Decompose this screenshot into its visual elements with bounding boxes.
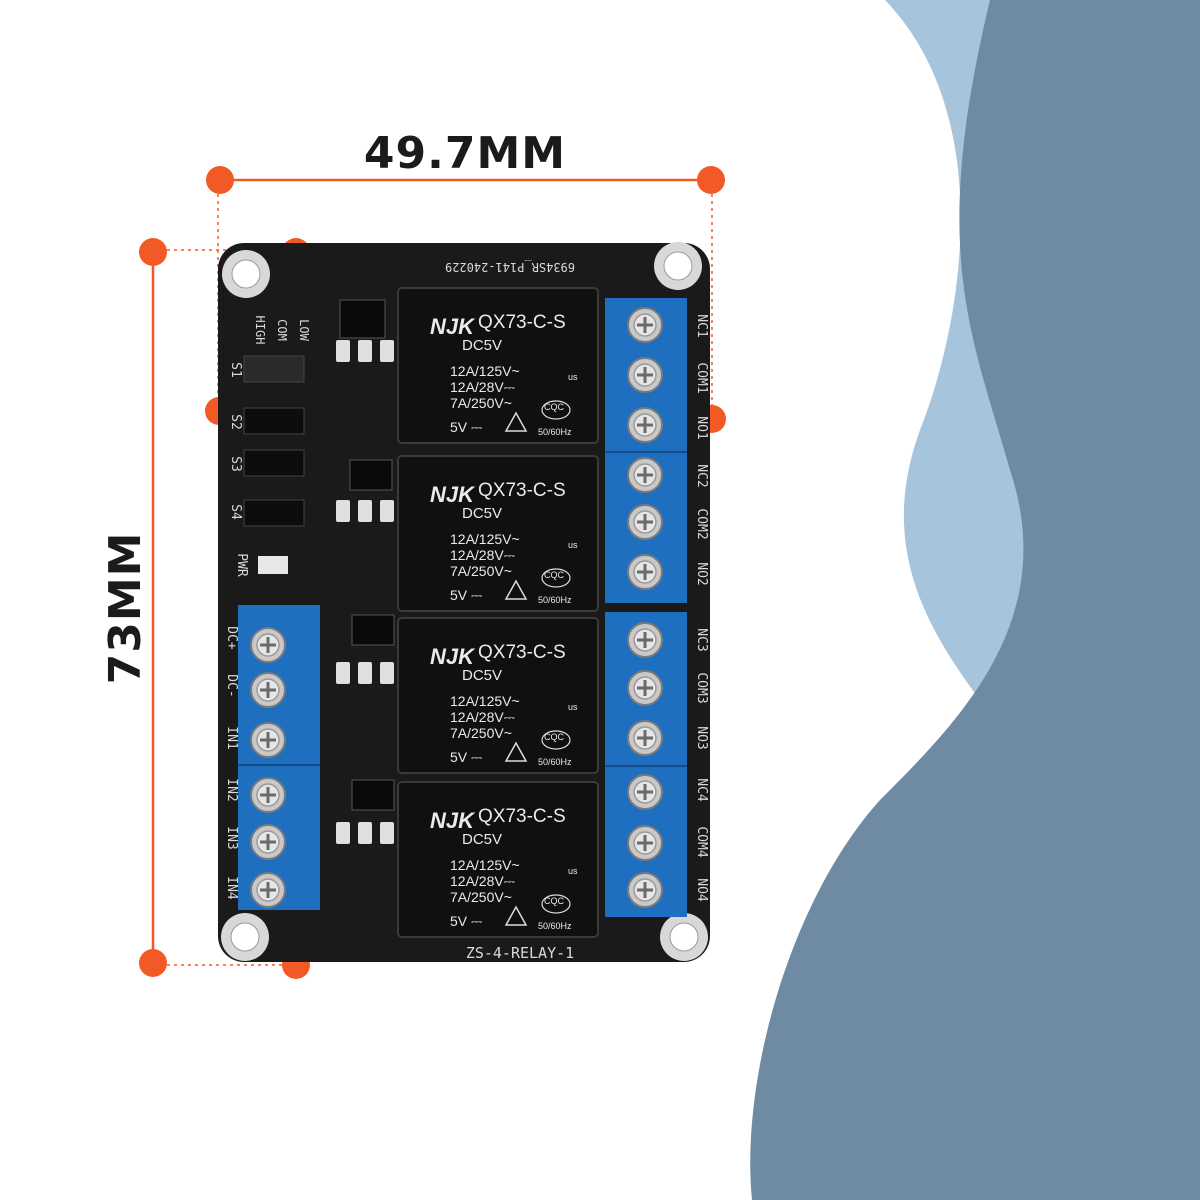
relay-coil: DC5V xyxy=(462,667,502,684)
relay-cqc-mark: CQC xyxy=(544,896,565,906)
relay-rating-3: 7A/250V~ xyxy=(450,889,512,905)
label-in3: IN3 xyxy=(224,826,239,849)
label-in2: IN2 xyxy=(224,778,239,801)
relay-rating-1: 12A/125V~ xyxy=(450,857,520,873)
relay-brand: NJK xyxy=(430,644,476,669)
relay-rating-2: 12A/28V⎓ xyxy=(450,873,515,889)
board-serial: 6934SR_P141-240229 xyxy=(445,260,575,274)
relay-frequency: 50/60Hz xyxy=(538,921,572,931)
relay-body xyxy=(397,455,599,612)
relay-frequency: 50/60Hz xyxy=(538,427,572,437)
jumper-label-com: COM xyxy=(275,319,289,341)
relay-ul-mark: us xyxy=(568,866,578,876)
width-dimension-label: 49.7MM xyxy=(363,128,567,179)
label-dc-minus: DC- xyxy=(224,674,239,697)
relay-coil: DC5V xyxy=(462,505,502,522)
relay-model: QX73-C-S xyxy=(478,312,566,333)
relay-body xyxy=(397,617,599,774)
jumper-label-high: HIGH xyxy=(253,316,267,345)
relay-brand: NJK xyxy=(430,314,476,339)
label-s4: S4 xyxy=(228,504,243,520)
relay-rating-2: 12A/28V⎓ xyxy=(450,709,515,725)
label-nc3: NC3 xyxy=(694,628,709,651)
relay-rating-3: 7A/250V~ xyxy=(450,563,512,579)
relay-rating-2: 12A/28V⎓ xyxy=(450,379,515,395)
label-no2: NO2 xyxy=(694,562,709,585)
label-com4: COM4 xyxy=(694,826,709,857)
label-com2: COM2 xyxy=(694,508,709,539)
relay-voltage: 5V ⎓ xyxy=(450,419,482,435)
label-nc1: NC1 xyxy=(694,314,709,337)
warning-triangle-icon xyxy=(504,741,528,762)
relay-coil: DC5V xyxy=(462,831,502,848)
label-pwr: PWR xyxy=(234,553,249,577)
warning-triangle-icon xyxy=(504,411,528,432)
relay-body xyxy=(397,781,599,938)
relay-rating-1: 12A/125V~ xyxy=(450,531,520,547)
relay-rating-3: 7A/250V~ xyxy=(450,395,512,411)
warning-triangle-icon xyxy=(504,579,528,600)
relay-model: QX73-C-S xyxy=(478,806,566,827)
label-nc2: NC2 xyxy=(694,464,709,487)
relay-rating-1: 12A/125V~ xyxy=(450,363,520,379)
relay-frequency: 50/60Hz xyxy=(538,595,572,605)
label-no3: NO3 xyxy=(694,726,709,749)
label-s3: S3 xyxy=(228,456,243,472)
label-com3: COM3 xyxy=(694,672,709,703)
cqc-ring-icon xyxy=(541,568,571,588)
cqc-ring-icon xyxy=(541,400,571,420)
relay-board: 6934SR_P141-240229 ZS-4-RELAY-1 LOW COM … xyxy=(218,241,710,962)
label-s2: S2 xyxy=(228,414,243,430)
label-in4: IN4 xyxy=(224,876,239,900)
relay-rating-2: 12A/28V⎓ xyxy=(450,547,515,563)
smd-components xyxy=(336,299,395,844)
relay-cqc-mark: CQC xyxy=(544,570,565,580)
label-in1: IN1 xyxy=(224,726,239,749)
dark-wave xyxy=(750,0,1200,1200)
relay-ul-mark: us xyxy=(568,540,578,550)
relay-model: QX73-C-S xyxy=(478,480,566,501)
relay-rating-1: 12A/125V~ xyxy=(450,693,520,709)
relay-frequency: 50/60Hz xyxy=(538,757,572,767)
label-com1: COM1 xyxy=(694,362,709,393)
relay-voltage: 5V ⎓ xyxy=(450,913,482,929)
cqc-ring-icon xyxy=(541,894,571,914)
label-no4: NO4 xyxy=(694,878,709,902)
label-s1: S1 xyxy=(228,362,243,378)
relay-voltage: 5V ⎓ xyxy=(450,749,482,765)
warning-triangle-icon xyxy=(504,905,528,926)
jumper-headers xyxy=(243,355,305,574)
relay-ul-mark: us xyxy=(568,372,578,382)
output-terminal-blocks xyxy=(605,298,687,917)
label-dc-plus: DC+ xyxy=(224,626,239,650)
jumper-label-low: LOW xyxy=(297,319,311,341)
relay-cqc-mark: CQC xyxy=(544,402,565,412)
relay-brand: NJK xyxy=(430,482,476,507)
board-model: ZS-4-RELAY-1 xyxy=(466,944,574,962)
cqc-ring-icon xyxy=(541,730,571,750)
relay-ul-mark: us xyxy=(568,702,578,712)
relay-coil: DC5V xyxy=(462,337,502,354)
relay-brand: NJK xyxy=(430,808,476,833)
label-nc4: NC4 xyxy=(694,778,709,802)
label-no1: NO1 xyxy=(694,416,709,439)
relay-rating-3: 7A/250V~ xyxy=(450,725,512,741)
relay-cqc-mark: CQC xyxy=(544,732,565,742)
relay-voltage: 5V ⎓ xyxy=(450,587,482,603)
relay-body xyxy=(397,287,599,444)
input-terminal-block xyxy=(238,605,320,910)
relay-model: QX73-C-S xyxy=(478,642,566,663)
